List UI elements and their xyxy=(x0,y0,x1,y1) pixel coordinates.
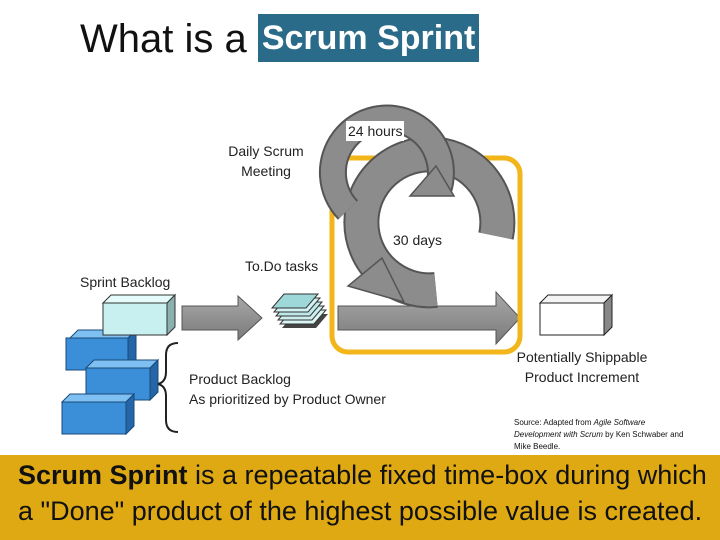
sprint-backlog-label: Sprint Backlog xyxy=(80,274,171,290)
source-prefix: Source: Adapted from xyxy=(514,418,594,427)
definition-term: Scrum Sprint xyxy=(18,460,188,490)
scrum-diagram xyxy=(60,104,614,436)
product-backlog-brace xyxy=(157,342,179,433)
flow-arrow xyxy=(181,294,263,342)
product-backlog-stack xyxy=(60,328,160,436)
definition-text: Scrum Sprint is a repeatable fixed time-… xyxy=(18,457,708,529)
product-backlog-label: Product Backlog As prioritized by Produc… xyxy=(189,369,386,409)
increment-label: Potentially Shippable Product Increment xyxy=(500,347,664,387)
flow-arrow xyxy=(337,290,521,346)
product-increment-block xyxy=(538,293,614,337)
definition-body: is a repeatable fixed time-box during wh… xyxy=(18,460,707,526)
title-highlight: Scrum Sprint xyxy=(257,14,480,62)
sprint-loop-label: 30 days xyxy=(391,230,445,250)
increment-line: Product Increment xyxy=(524,369,640,385)
daily-meeting-line: Daily Scrum xyxy=(228,143,304,159)
daily-meeting-line: Meeting xyxy=(241,163,291,179)
sprint-backlog-block xyxy=(101,293,177,337)
product-backlog-line: As prioritized by Product Owner xyxy=(189,391,386,407)
product-backlog-line: Product Backlog xyxy=(189,371,291,387)
todo-tasks-stack xyxy=(270,293,328,328)
definition-banner: Scrum Sprint is a repeatable fixed time-… xyxy=(0,455,720,540)
source-citation: Source: Adapted from Agile Software Deve… xyxy=(514,417,684,453)
increment-line: Potentially Shippable xyxy=(516,349,648,365)
source-suffix: by Ken Schwaber and Mike Beedle. xyxy=(514,430,684,451)
title-prefix: What is a xyxy=(80,17,247,61)
source-book: Agile Software Development with Scrum xyxy=(514,418,646,439)
daily-loop-arrow xyxy=(318,104,456,220)
sprint-loop-arrow xyxy=(343,136,516,309)
backlog-block xyxy=(60,392,136,436)
todo-tasks-label: To.Do tasks xyxy=(245,258,319,274)
slide-title: What is a Scrum Sprint xyxy=(80,14,480,66)
daily-loop-label: 24 hours xyxy=(346,121,405,141)
daily-meeting-label: Daily Scrum Meeting xyxy=(218,141,314,181)
